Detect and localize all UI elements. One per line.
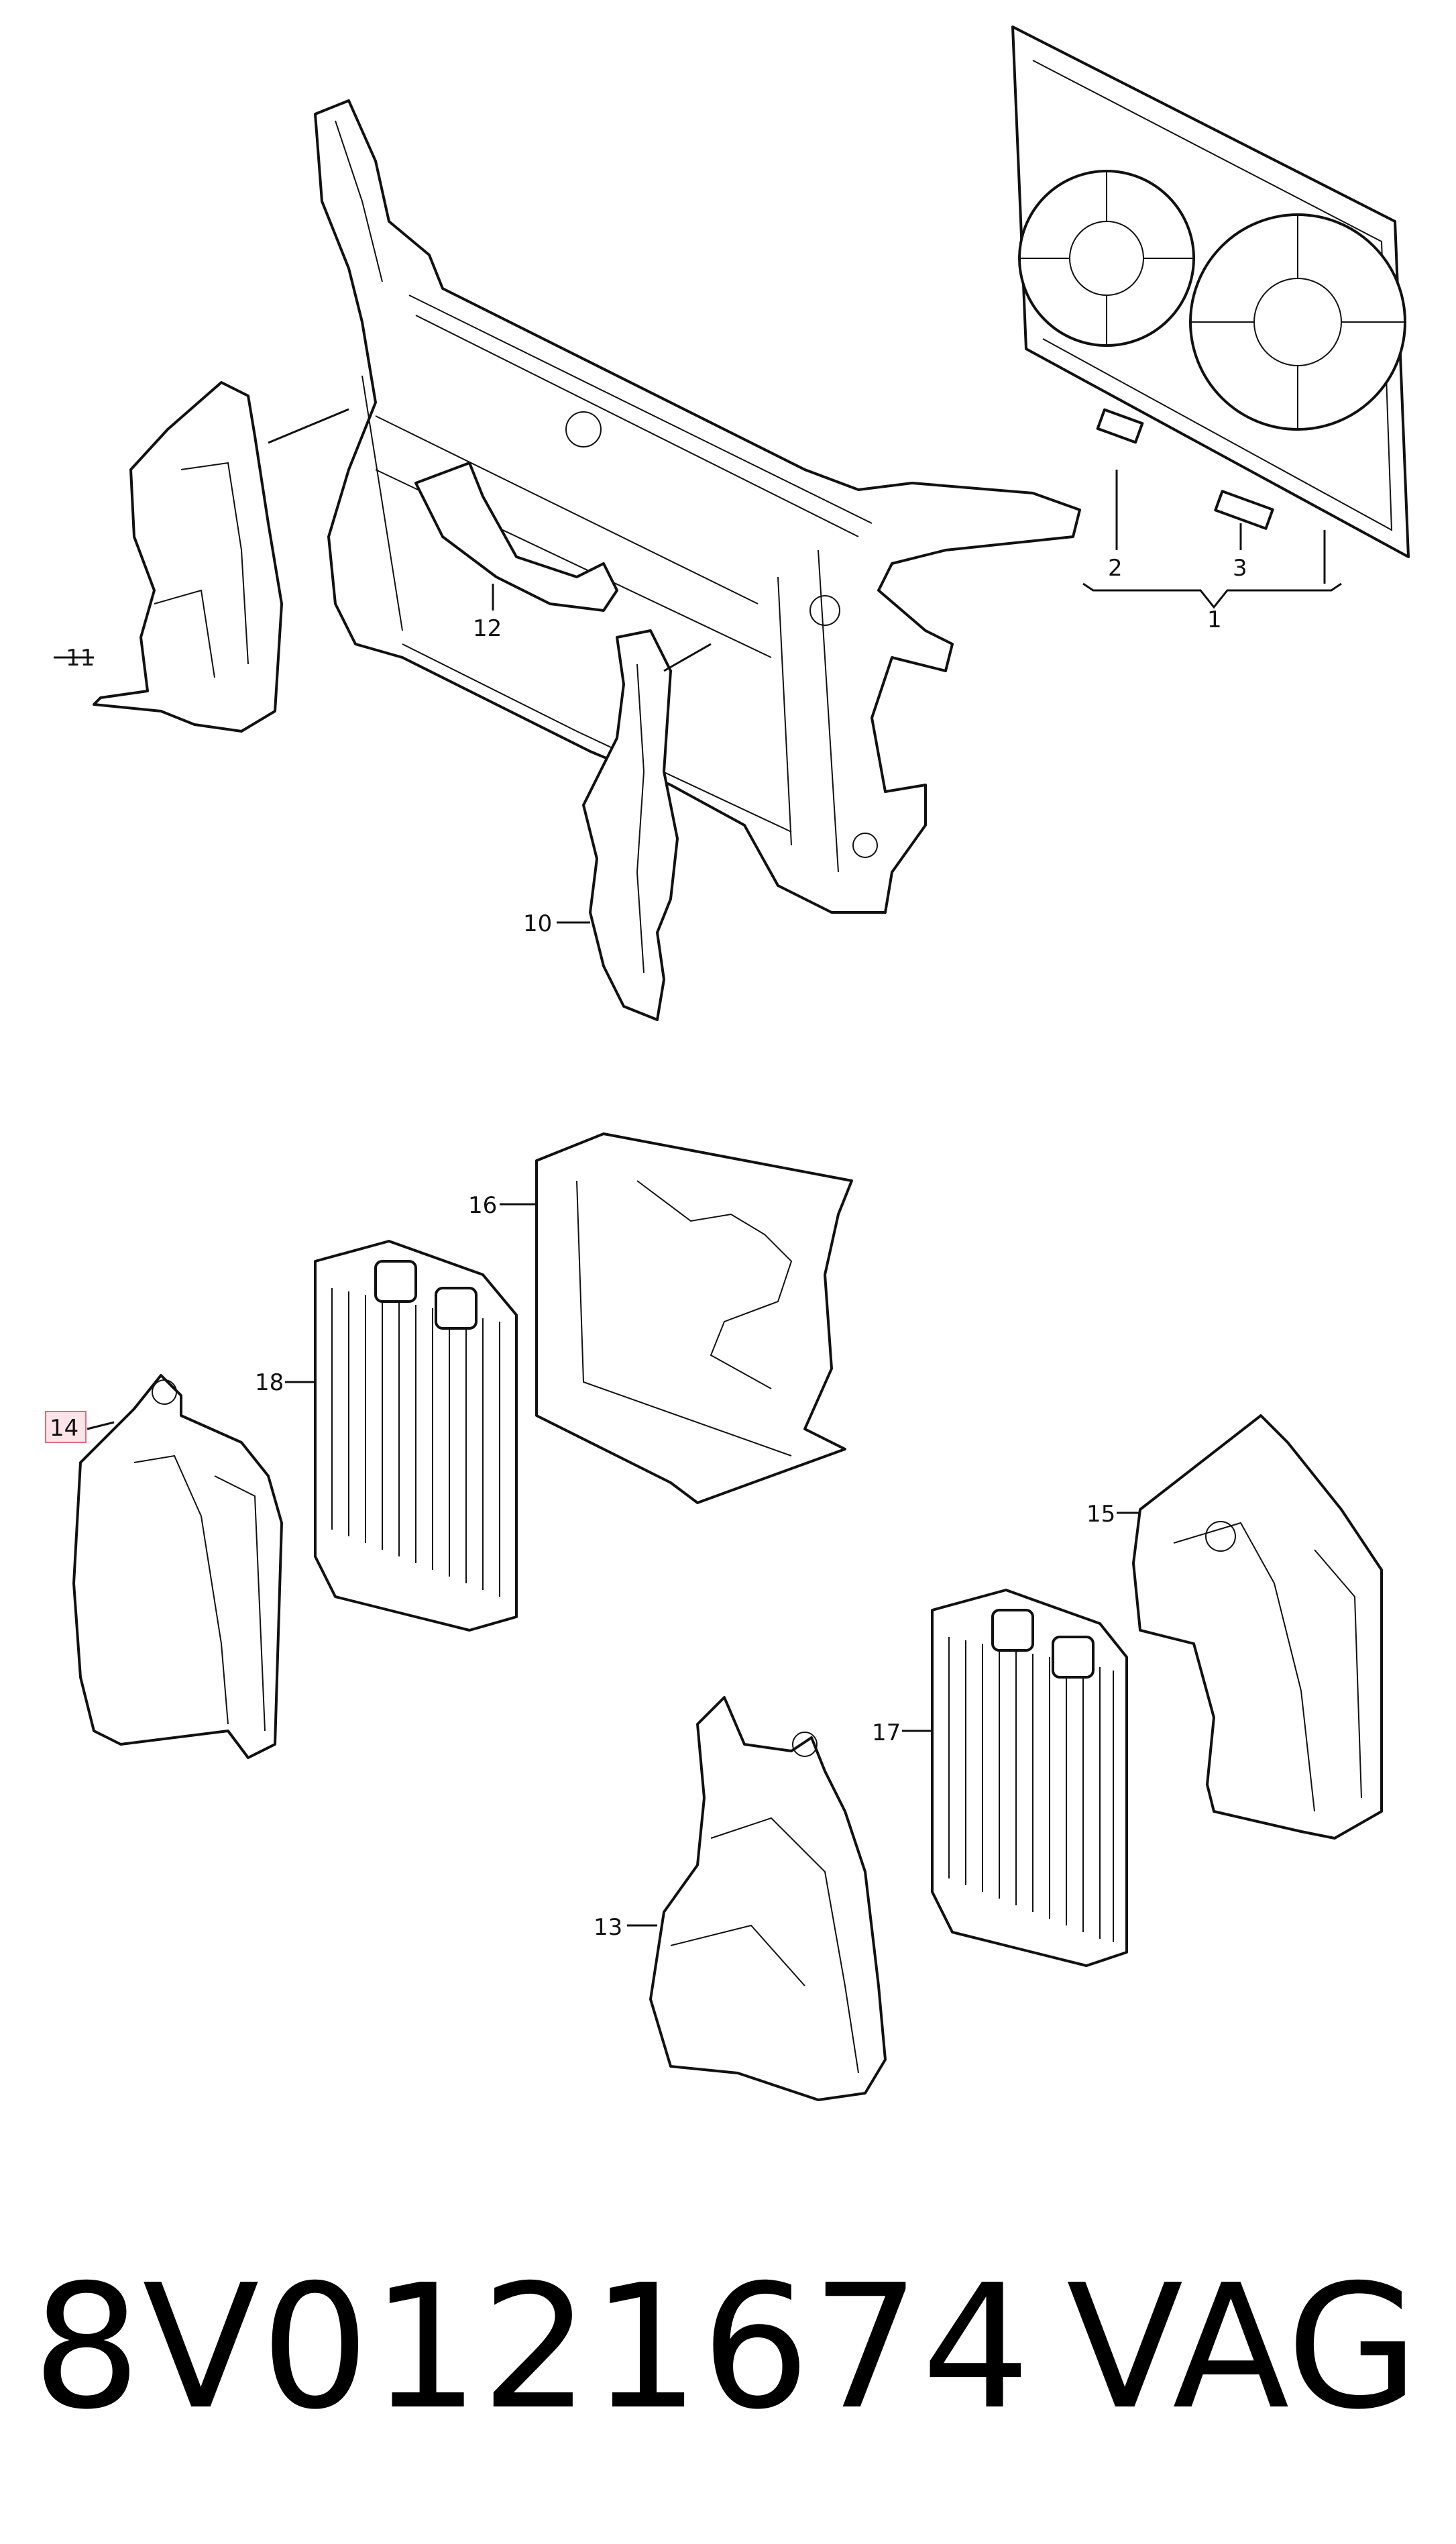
callout-labels: 1 2 3 10 11 12 13 14 15 16 17 18 [45,555,1247,1941]
callout-14: 14 [50,1415,78,1442]
front-carrier-drawing [314,99,1081,914]
callout-1: 1 [1207,606,1222,633]
footer: 8V0121674 VAG [0,2234,1456,2462]
part-13-air-guide-drawing [627,1696,887,2101]
brand-label: VAG [1066,2248,1419,2447]
part-number: 8V0121674 [32,2248,1032,2447]
part-17-radiator-drawing [902,1589,1128,1967]
callout-3: 3 [1233,555,1247,582]
part-1-fan-shroud-drawing [1011,25,1410,558]
part-11-air-guide-drawing [93,381,349,733]
callout-12: 12 [473,615,502,642]
callout-13: 13 [594,1914,622,1941]
callout-11: 11 [66,645,95,672]
callout-2: 2 [1108,555,1123,582]
callout-leaders-top-right [54,470,1342,924]
callout-17: 17 [872,1719,901,1746]
callout-14-highlight [45,1411,87,1443]
part-18-radiator-drawing [285,1240,518,1632]
part-15-air-guide-drawing [1117,1414,1383,1840]
part-10-air-guide-drawing [582,629,712,1021]
part-16-air-duct-drawing [500,1132,853,1504]
callout-18: 18 [255,1369,284,1396]
callout-16: 16 [468,1192,497,1219]
callout-10: 10 [523,910,552,937]
exploded-view-drawing: 1 2 3 10 11 12 13 14 15 16 17 18 [45,25,1410,2101]
part-14-air-guide-drawing [72,1374,283,1759]
part-12-bracket-drawing [414,462,618,612]
callout-15: 15 [1086,1501,1115,1528]
